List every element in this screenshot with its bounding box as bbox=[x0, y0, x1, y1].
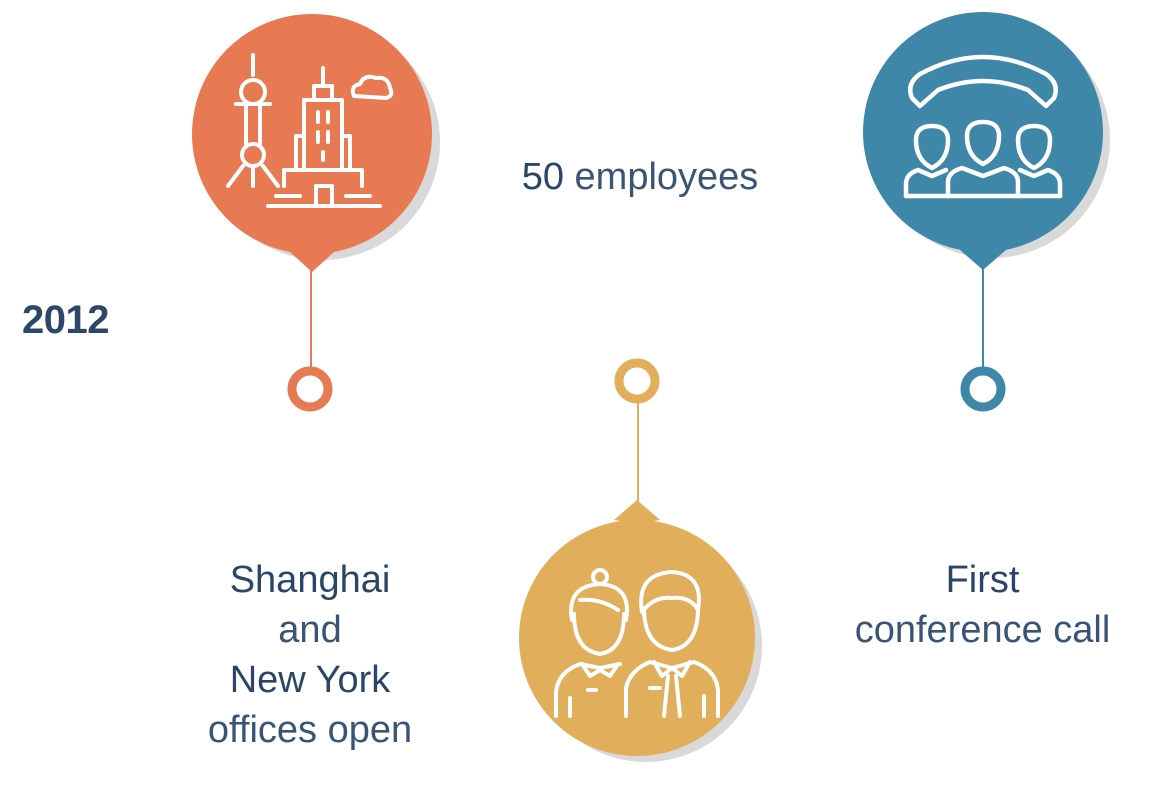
offices-status: offices open bbox=[207, 709, 413, 751]
conference-caption: First conference call bbox=[820, 555, 1145, 655]
employees-caption: 50 employees bbox=[470, 152, 810, 202]
conference-label: conference call bbox=[854, 609, 1111, 651]
blue-pin-node bbox=[960, 366, 1006, 412]
orange-pin-circle bbox=[192, 14, 432, 254]
conference-call-icon bbox=[903, 54, 1063, 199]
blue-pin-tip bbox=[960, 246, 1006, 270]
blue-pin-circle bbox=[863, 12, 1103, 252]
orange-pin-node bbox=[287, 366, 333, 412]
blue-pin bbox=[863, 12, 1110, 412]
offices-conjunction: and bbox=[278, 609, 342, 651]
offices-caption: Shanghai and New York offices open bbox=[150, 555, 470, 755]
conference-first: First bbox=[945, 559, 1020, 601]
city-skyline-icon bbox=[226, 53, 394, 208]
team-people-icon bbox=[554, 568, 720, 718]
employees-number: 50 bbox=[521, 156, 564, 198]
employees-label: employees bbox=[574, 156, 759, 198]
yellow-pin-circle bbox=[519, 520, 755, 756]
yellow-pin-tip bbox=[614, 500, 660, 524]
offices-city-2: New York bbox=[229, 659, 391, 701]
orange-pin-tip bbox=[290, 248, 334, 272]
yellow-pin bbox=[519, 358, 762, 762]
orange-pin bbox=[192, 14, 440, 412]
year-label: 2012 bbox=[22, 298, 109, 342]
offices-city-1: Shanghai bbox=[229, 559, 391, 601]
yellow-pin-node bbox=[614, 358, 660, 404]
